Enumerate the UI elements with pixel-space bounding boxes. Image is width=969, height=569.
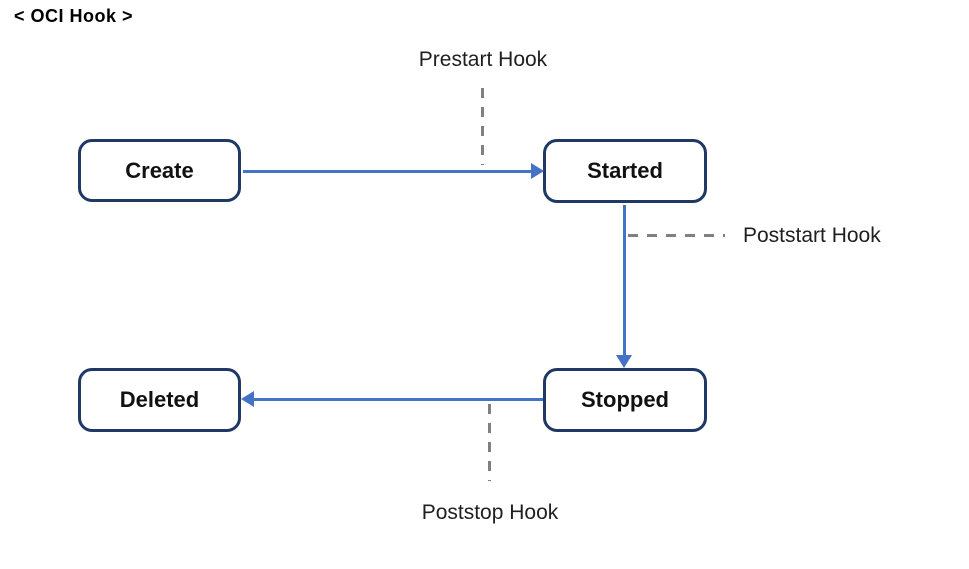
prestart-hook-dashed-line <box>481 88 484 165</box>
arrow-stopped-to-deleted-arrowhead-icon <box>241 391 254 407</box>
prestart-hook-label: Prestart Hook <box>418 48 548 71</box>
arrow-started-to-stopped-arrowhead-icon <box>616 355 632 368</box>
state-node-stopped-label: Stopped <box>581 387 669 412</box>
arrow-create-to-started-line <box>243 170 531 173</box>
arrow-create-to-started-arrowhead-icon <box>531 163 544 179</box>
state-node-started: Started <box>543 139 707 203</box>
state-node-started-label: Started <box>587 158 663 183</box>
arrow-started-to-stopped-line <box>623 205 626 355</box>
state-node-deleted: Deleted <box>78 368 241 432</box>
diagram-title: < OCI Hook > <box>14 6 134 26</box>
poststart-hook-label: Poststart Hook <box>743 224 881 247</box>
poststart-hook-dashed-line <box>628 234 725 237</box>
poststop-hook-label: Poststop Hook <box>421 501 559 524</box>
arrow-stopped-to-deleted-line <box>253 398 543 401</box>
state-node-stopped: Stopped <box>543 368 707 432</box>
state-node-create: Create <box>78 139 241 202</box>
state-node-deleted-label: Deleted <box>119 387 200 412</box>
poststop-hook-dashed-line <box>488 404 491 481</box>
state-node-create-label: Create <box>125 157 194 183</box>
